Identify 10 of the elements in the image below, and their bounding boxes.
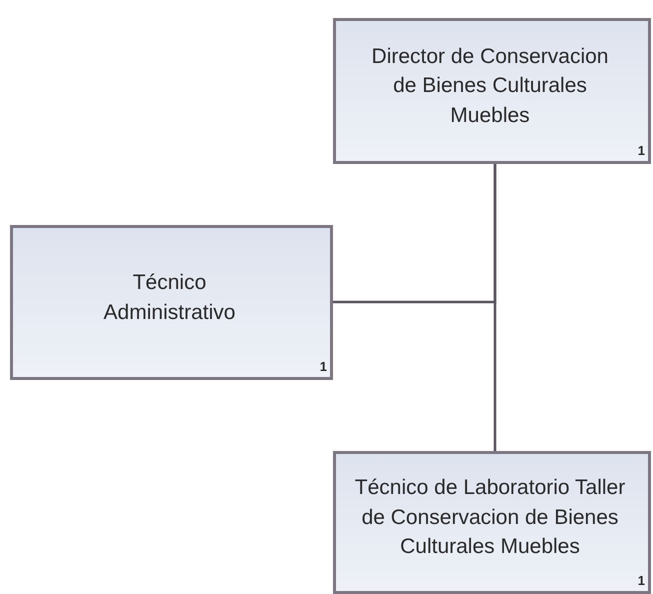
position-title: Técnico Administrativo: [102, 270, 236, 326]
position-box: [10, 225, 333, 380]
connector-line: [333, 164, 496, 304]
headcount-number: 1: [320, 359, 327, 374]
position-box: [333, 18, 651, 164]
headcount-number: 1: [638, 573, 645, 588]
position-box: [333, 451, 651, 594]
position-title: Director de Conservacion de Bienes Culturales Muebles: [370, 44, 610, 129]
position-title: Técnico de Laboratorio Taller de Conservacion de Bienes Culturales Muebles: [354, 475, 626, 560]
headcount-number: 1: [638, 143, 645, 158]
